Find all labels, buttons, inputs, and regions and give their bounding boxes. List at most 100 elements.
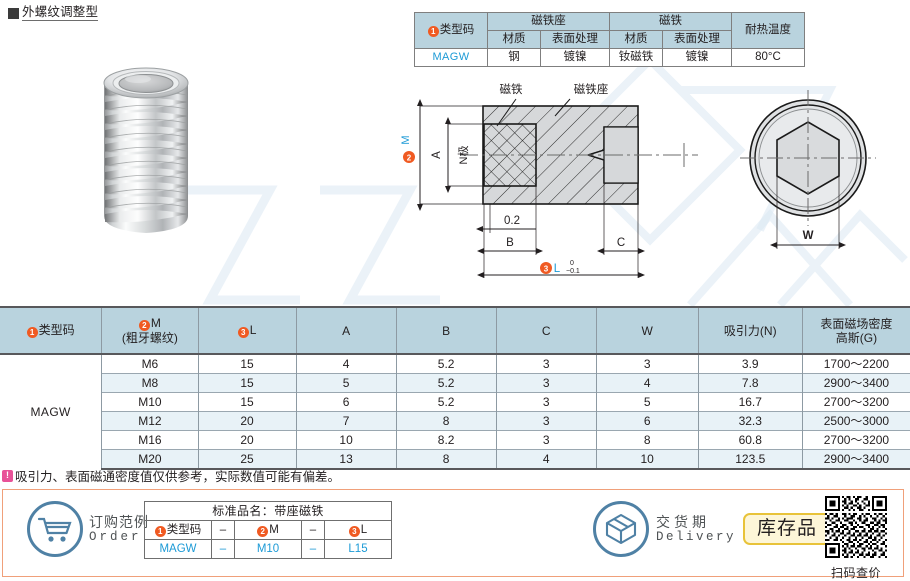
- dimension-table-body: MAGW M6 15 4 5.2 3 3 3.9 1700～2200 M8 15…: [0, 353, 910, 470]
- td-c: 3: [495, 373, 597, 393]
- td-c: 4: [495, 449, 597, 470]
- spec-td-base-surface: 镀镍: [540, 48, 610, 67]
- td-b: 8: [395, 449, 497, 470]
- td-w: 10: [595, 449, 699, 470]
- td-b: 5.2: [395, 392, 497, 412]
- drawing-dim-c: C: [617, 237, 625, 249]
- td-force: 3.9: [697, 353, 803, 374]
- qr-caption: 扫码查价: [830, 566, 881, 580]
- shopping-cart-icon: [27, 501, 83, 557]
- td-force: 60.8: [697, 430, 803, 450]
- page-title-text: 外螺纹调整型: [22, 5, 99, 21]
- spec-th-heat-resist: 耐热温度: [731, 12, 805, 49]
- td-flux: 2900～3400: [801, 449, 910, 470]
- td-b: 5.2: [395, 373, 497, 393]
- td-force: 7.8: [697, 373, 803, 393]
- td-l: 20: [197, 411, 297, 431]
- th-flux-density: 表面磁场密度 高斯(G): [801, 306, 910, 355]
- drawing-label-magnet: 磁铁: [500, 82, 523, 96]
- order-label-cn: 订购范例: [89, 513, 149, 530]
- order-std-name-row: 标准品名：带座磁铁: [144, 501, 392, 521]
- badge-1: 1: [427, 26, 439, 37]
- table-row: M16 20 10 8.2 3 8 60.8 2700～3200: [0, 430, 910, 450]
- spec-th-magnet-base: 磁铁座: [487, 12, 610, 31]
- drawing-dim-02: 0.2: [504, 215, 520, 227]
- td-w: 3: [595, 353, 699, 374]
- th-dim-b: B: [395, 306, 497, 355]
- spec-td-heat-resist: 80°C: [731, 48, 805, 67]
- td-a: 5: [295, 373, 397, 393]
- order-val-l: L15: [324, 539, 392, 559]
- td-force: 16.7: [697, 392, 803, 412]
- footnote: ! 吸引力、表面磁通密度值仅供参考，实际数值可能有偏差。: [2, 466, 340, 485]
- td-m: M12: [101, 411, 199, 431]
- td-w: 6: [595, 411, 699, 431]
- technical-drawing: 磁铁 磁铁座 N极 2 M A 0.2 B C: [400, 82, 876, 278]
- th-attraction-force: 吸引力(N): [697, 306, 803, 355]
- td-l: 20: [197, 430, 297, 450]
- drawing-dim-a: A: [431, 151, 443, 159]
- td-flux: 2500～3000: [801, 411, 910, 431]
- spec-th-magnet-surface: 表面处理: [662, 30, 732, 49]
- spec-td-type-code: MAGW: [414, 48, 488, 67]
- td-w: 4: [595, 373, 699, 393]
- spec-th-magnet: 磁铁: [609, 12, 732, 31]
- box-glyph: [605, 513, 637, 545]
- badge-1: 1: [154, 526, 166, 537]
- spec-th-base-surface: 表面处理: [540, 30, 610, 49]
- drawing-label-n-pole: N极: [456, 146, 470, 165]
- drawing-label-magnet-base: 磁铁座: [574, 82, 609, 96]
- spec-th-magnet-material: 材质: [609, 30, 663, 49]
- th-dim-a: A: [295, 306, 397, 355]
- cart-glyph: [37, 517, 72, 542]
- drawing-dim-w: W: [803, 230, 814, 242]
- td-flux: 2700～3200: [801, 392, 910, 412]
- drawing-badge-3: 3: [544, 265, 549, 274]
- td-w: 5: [595, 392, 699, 412]
- stock-status-badge: 库存品: [743, 513, 832, 545]
- td-a: 13: [295, 449, 397, 470]
- td-a: 6: [295, 392, 397, 412]
- order-label-en: Order: [89, 529, 142, 544]
- th-thread-m-sub: (粗牙螺纹): [121, 331, 178, 345]
- td-a: 10: [295, 430, 397, 450]
- td-l: 15: [197, 392, 297, 412]
- warning-icon: !: [2, 469, 13, 482]
- delivery-label-cn: 交货期: [656, 513, 710, 530]
- td-m: M10: [101, 392, 199, 412]
- page-title: 外螺纹调整型: [8, 5, 99, 21]
- spec-header-row-2: 材质 表面处理 材质 表面处理: [415, 30, 805, 49]
- order-std-name: 标准品名：带座磁铁: [144, 501, 392, 521]
- badge-3: 3: [348, 526, 360, 537]
- td-b: 5.2: [395, 353, 497, 374]
- package-box-icon: [593, 501, 649, 557]
- order-th-dash-1: –: [211, 520, 235, 540]
- td-c: 3: [495, 392, 597, 412]
- drawing-tolerance-upper: 0: [570, 260, 574, 267]
- td-flux: 1700～2200: [801, 353, 910, 374]
- badge-3: 3: [237, 327, 249, 338]
- td-w: 8: [595, 430, 699, 450]
- table-row: MAGW M6 15 4 5.2 3 3 3.9 1700～2200: [0, 353, 910, 469]
- td-force: 32.3: [697, 411, 803, 431]
- order-th-dash-2: –: [301, 520, 325, 540]
- td-c: 3: [495, 430, 597, 450]
- order-example-block: 订购范例 Order: [27, 501, 149, 557]
- footnote-text: 吸引力、表面磁通密度值仅供参考，实际数值可能有偏差。: [15, 470, 341, 484]
- td-b: 8: [395, 411, 497, 431]
- th-dim-w: W: [595, 306, 699, 355]
- delivery-label-en: Delivery: [656, 529, 737, 544]
- qr-code-block: 扫码查价: [825, 496, 887, 581]
